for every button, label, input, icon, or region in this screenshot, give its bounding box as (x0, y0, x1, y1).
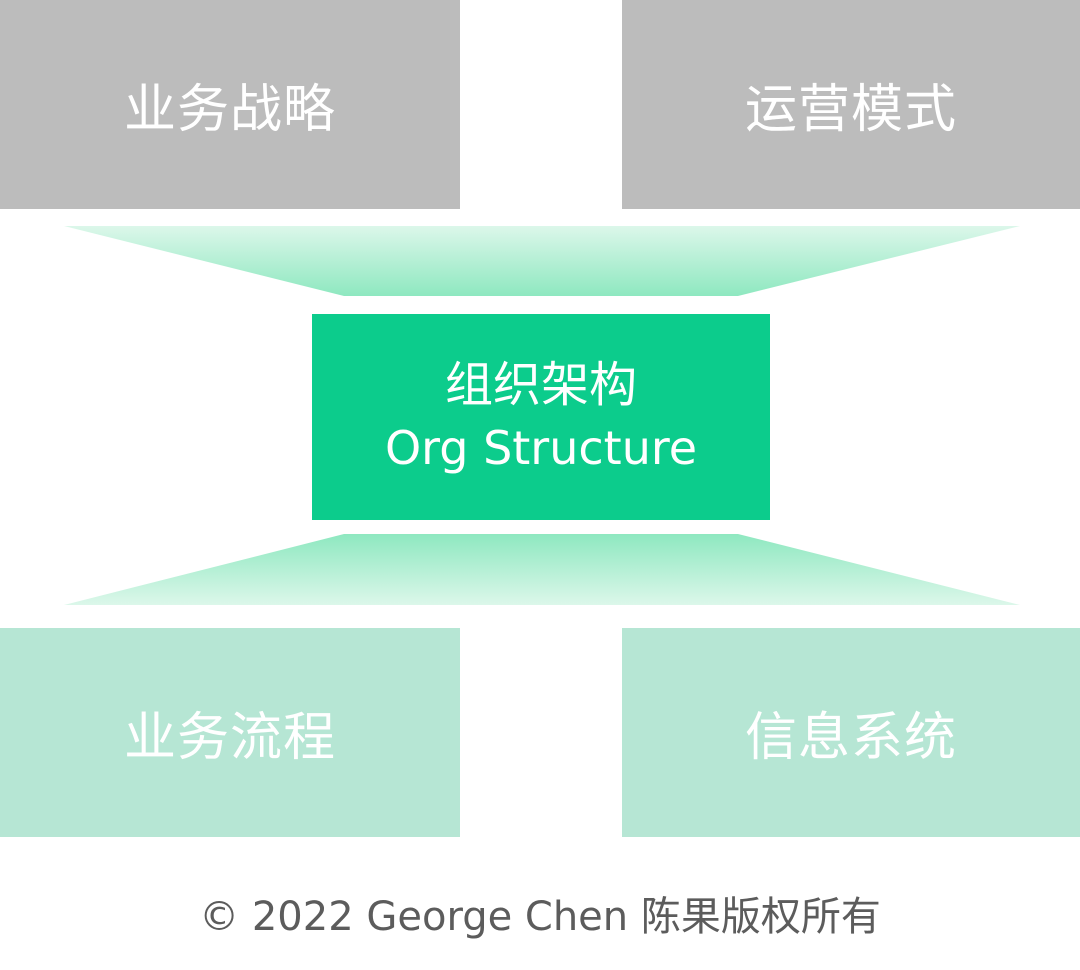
information-system-label: 信息系统 (744, 708, 957, 768)
org-structure-label-cn: 组织架构 (444, 356, 637, 413)
funnel-bottom-trapezoid (64, 534, 1020, 605)
org-structure-label-en: Org Structure (384, 421, 698, 475)
funnel-top-trapezoid (64, 226, 1020, 296)
business-process-box: 业务流程 (0, 628, 460, 837)
business-strategy-box: 业务战略 (0, 0, 460, 209)
org-structure-box: 组织架构 Org Structure (312, 314, 770, 520)
business-process-label: 业务流程 (123, 708, 336, 768)
information-system-box: 信息系统 (622, 628, 1080, 837)
business-strategy-label: 业务战略 (123, 80, 336, 140)
copyright-notice: © 2022 George Chen 陈果版权所有 (199, 894, 881, 940)
operating-model-label: 运营模式 (744, 80, 957, 140)
operating-model-box: 运营模式 (622, 0, 1080, 209)
